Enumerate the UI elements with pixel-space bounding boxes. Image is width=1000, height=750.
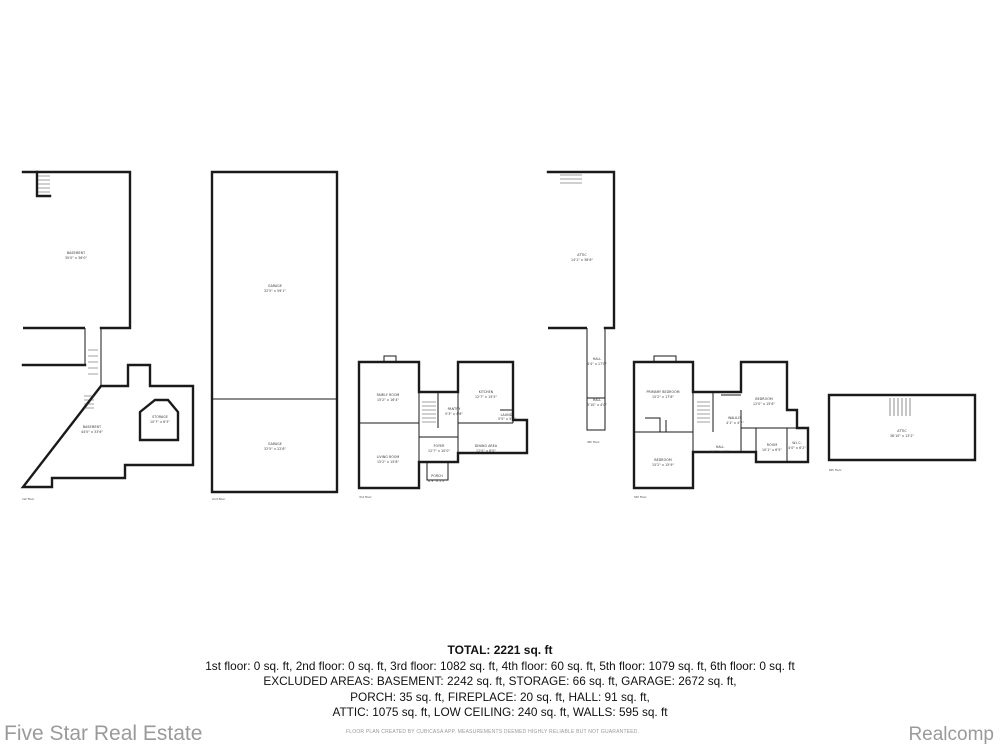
room-dimensions: 4'0" x 6'2" (788, 446, 806, 450)
room-dimensions: 5'5" x 5'1" (498, 417, 516, 421)
room-name: STORAGE (152, 415, 168, 419)
room-name: W.I.C. (792, 441, 802, 445)
source-watermark: Realcomp (908, 724, 994, 745)
room-name: GARAGE (268, 442, 282, 446)
room-dimensions: 12'0" x 15'6" (753, 402, 775, 406)
room-name: DINING AREA (475, 444, 498, 448)
room-name: FOYER (434, 444, 446, 448)
room-dimensions: 15'2" x 16'4" (377, 398, 399, 402)
main-floor-plan: FAMILY ROOM 15'2" x 16'4" LIVING ROOM 15… (357, 355, 529, 499)
floor-label: 1st floor (22, 497, 35, 501)
room-dimensions: 10'7" x 6'3" (150, 420, 170, 424)
garage-plan: GARAGE 32'5" x 59'1" GARAGE 32'5" x 22'8… (210, 170, 339, 501)
room-name: BASEMENT (83, 425, 101, 429)
brand-watermark: Five Star Real Estate (4, 722, 203, 745)
upper-attic-plan: ATTIC 38'10" x 13'2" 6th floor (827, 393, 977, 472)
upper-floor-plan: PRIMARY BEDROOM 15'2" x 17'8" BEDROOM 15… (632, 355, 810, 499)
room-dimensions: 6'9" x 5'2" (428, 479, 446, 483)
room-dimensions: 32'5" x 22'8" (264, 447, 286, 451)
room-dimensions: 15'2" x 15'8" (377, 460, 399, 464)
room-dimensions: 30'0" x 36'0" (65, 256, 87, 260)
room-name: LAUND. (501, 413, 514, 417)
floor-label: 3rd floor (359, 495, 373, 499)
attic-plan: ATTIC 14'1" x 38'6" HALL 4'4" x 17'8" HA… (546, 170, 616, 444)
room-dimensions: 14'7" x 4'1" (710, 450, 730, 454)
room-name: GARAGE (268, 284, 282, 288)
excluded-areas-cont: ATTIC: 1075 sq. ft, LOW CEILING: 240 sq.… (332, 705, 668, 720)
room-name: KITCHEN (479, 390, 494, 394)
floor-label: 6th floor (829, 468, 843, 472)
room-dimensions: 10'1" x 6'5" (762, 448, 782, 452)
stairs-icon (889, 398, 911, 416)
room-dimensions: 32'5" x 59'1" (264, 289, 286, 293)
room-dimensions: 12'7" x 10'0" (428, 449, 450, 453)
stairs-icon (38, 175, 98, 409)
stairs-icon (697, 401, 710, 423)
floor-plans: BASEMENT 30'0" x 36'0" BASEMENT 44'0" x … (20, 170, 977, 501)
excluded-areas: EXCLUDED AREAS: BASEMENT: 2242 sq. ft, S… (263, 674, 737, 689)
floor-label: 5th floor (634, 495, 648, 499)
room-dimensions: 12'0" x 8'0" (476, 449, 496, 453)
floor-areas: 1st floor: 0 sq. ft, 2nd floor: 0 sq. ft… (205, 658, 795, 673)
room-name: LIVING ROOM (377, 455, 400, 459)
room-dimensions: 4'1" x 4'7" (726, 421, 744, 425)
floor-label: 2nd floor (212, 497, 226, 501)
basement-plan: BASEMENT 30'0" x 36'0" BASEMENT 44'0" x … (20, 170, 195, 501)
room-name: ATTIC (897, 429, 907, 433)
room-dimensions: 3'10" x 4'0" (587, 403, 607, 407)
room-name: HALL (593, 398, 602, 402)
floor-label: 4th floor (587, 440, 601, 444)
room-name: ATTIC (577, 253, 587, 257)
stairs-icon (560, 174, 582, 184)
room-dimensions: 12'7" x 15'5" (475, 395, 497, 399)
stairs-icon (422, 401, 436, 423)
room-dimensions: 44'0" x 33'6" (81, 430, 103, 434)
area-summary: TOTAL: 2221 sq. ft 1st floor: 0 sq. ft, … (0, 643, 1000, 721)
room-name: BEDROOM (654, 458, 671, 462)
room-name: PRIMARY BEDROOM (646, 390, 679, 394)
room-name: HALL (593, 357, 602, 361)
room-name: BEDROOM (755, 397, 772, 401)
room-dimensions: 14'1" x 38'6" (571, 258, 593, 262)
room-name: BASEMENT (67, 251, 85, 255)
disclaimer: FLOOR PLAN CREATED BY CUBICASA APP. MEAS… (346, 729, 640, 735)
room-dimensions: 4'4" x 17'8" (587, 362, 607, 366)
room-dimensions: 15'2" x 15'9" (652, 463, 674, 467)
room-name: PORCH (431, 474, 443, 478)
room-name: FAMILY ROOM (377, 393, 400, 397)
room-name: WALK-IN (728, 416, 742, 420)
room-name: ROOM (767, 443, 778, 447)
room-name: HALL (716, 445, 725, 449)
room-dimensions: 5'3" x 4'6" (445, 412, 463, 416)
room-name: PANTRY (448, 407, 461, 411)
total-area: TOTAL: 2221 sq. ft (447, 643, 553, 657)
excluded-areas-cont: PORCH: 35 sq. ft, FIREPLACE: 20 sq. ft, … (350, 689, 650, 704)
room-dimensions: 15'2" x 17'8" (652, 395, 674, 399)
room-dimensions: 38'10" x 13'2" (890, 434, 915, 438)
